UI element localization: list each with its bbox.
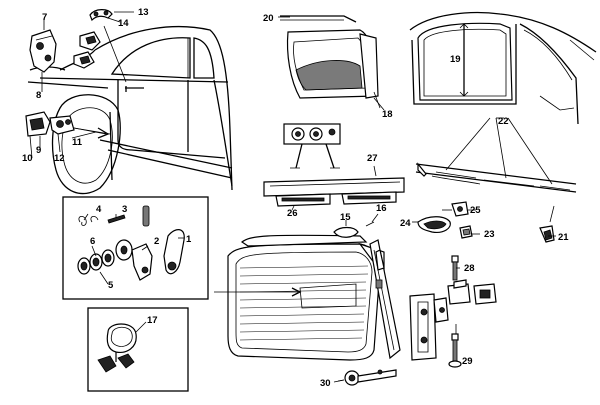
callout-24: 24 bbox=[400, 218, 411, 229]
door-seal-part bbox=[409, 11, 597, 125]
callout-21: 21 bbox=[558, 232, 569, 243]
small-bracket-23 bbox=[459, 225, 473, 239]
mirror-box bbox=[87, 307, 189, 392]
callout-1: 1 bbox=[186, 234, 192, 245]
callout-5: 5 bbox=[108, 280, 114, 291]
panel-texture bbox=[239, 265, 369, 341]
callout-12: 12 bbox=[54, 153, 65, 164]
bolt-part-29 bbox=[448, 333, 462, 368]
hinge-pin-part bbox=[337, 369, 397, 386]
callout-17: 17 bbox=[147, 315, 158, 326]
door-trim-panel-part bbox=[227, 234, 385, 361]
callout-27: 27 bbox=[367, 153, 378, 164]
callout-4: 4 bbox=[96, 204, 102, 215]
callout-18: 18 bbox=[382, 109, 393, 120]
callout-10: 10 bbox=[22, 153, 33, 164]
callout-20: 20 bbox=[263, 13, 274, 24]
car-body-illustration bbox=[27, 26, 233, 195]
callout-13: 13 bbox=[138, 7, 149, 18]
screw-part-16 bbox=[365, 213, 379, 227]
striker-plate-part bbox=[25, 111, 75, 137]
molding-clip-part bbox=[539, 205, 555, 243]
callout-29: 29 bbox=[462, 356, 473, 367]
callout-9: 9 bbox=[36, 145, 41, 156]
callout-30: 30 bbox=[320, 378, 331, 389]
callout-16: 16 bbox=[376, 203, 387, 214]
callout-23: 23 bbox=[484, 229, 495, 240]
callout-8: 8 bbox=[36, 90, 41, 101]
pull-cup-part bbox=[333, 220, 359, 238]
callout-25: 25 bbox=[470, 205, 481, 216]
leader-lines-right bbox=[278, 16, 556, 383]
window-regulator-part bbox=[283, 123, 341, 169]
callout-3: 3 bbox=[122, 204, 127, 215]
molding-strips-part bbox=[415, 117, 577, 193]
callout-22: 22 bbox=[498, 116, 509, 127]
callout-labels: 1 2 3 4 5 6 7 8 9 10 11 12 13 14 15 16 1… bbox=[22, 7, 569, 389]
hinge-assembly-part bbox=[409, 279, 497, 361]
callout-26: 26 bbox=[287, 208, 298, 219]
callout-7: 7 bbox=[42, 12, 47, 23]
handle-grip-part bbox=[417, 201, 469, 233]
door-hinges-part bbox=[73, 31, 101, 69]
callout-11: 11 bbox=[72, 137, 83, 148]
door-glass-part bbox=[280, 15, 381, 109]
glass-channel-part bbox=[369, 239, 401, 360]
armrest-part bbox=[263, 165, 405, 207]
callout-2: 2 bbox=[154, 236, 159, 247]
callout-28: 28 bbox=[464, 263, 475, 274]
bolt-part-28 bbox=[451, 255, 459, 281]
callout-6: 6 bbox=[90, 236, 95, 247]
small-parts-box bbox=[62, 196, 209, 300]
leader-lines-left bbox=[29, 11, 134, 159]
callout-14: 14 bbox=[118, 18, 129, 29]
callout-19: 19 bbox=[450, 54, 461, 65]
callout-15: 15 bbox=[340, 212, 351, 223]
pointer-arrows bbox=[73, 127, 302, 297]
hinge-bracket-part bbox=[29, 29, 57, 73]
